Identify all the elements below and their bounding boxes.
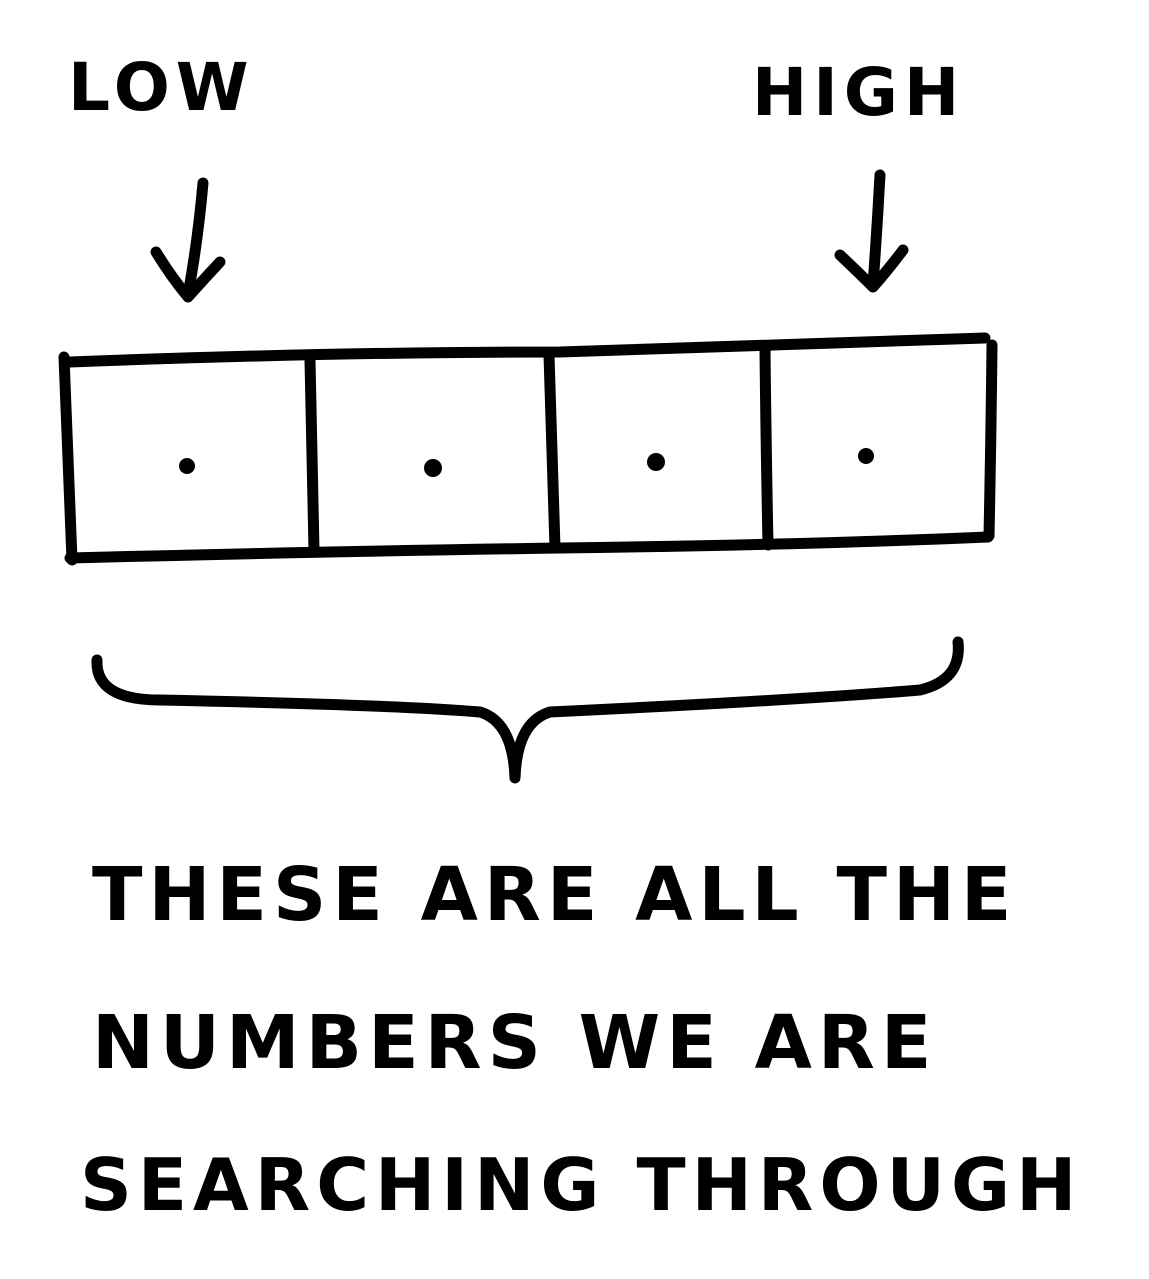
cell-divider	[759, 344, 774, 551]
cell-dot	[858, 448, 874, 464]
cell-dot	[424, 459, 442, 477]
low-label: LOW	[68, 49, 255, 126]
curly-brace	[91, 636, 964, 784]
cell-divider	[304, 354, 320, 556]
high-label: HIGH	[752, 54, 965, 131]
cell-dot	[647, 453, 665, 471]
low-arrow-icon	[150, 177, 226, 303]
caption-line-2: NUMBERS WE ARE	[92, 1000, 937, 1086]
array-right-edge	[983, 339, 998, 542]
caption: THESE ARE ALL THE NUMBERS WE ARE SEARCHI…	[80, 852, 1082, 1227]
high-arrow-icon	[834, 169, 909, 293]
array-top-edge	[64, 332, 991, 368]
cell-divider	[543, 349, 561, 554]
number-array	[58, 332, 998, 566]
array-left-edge	[58, 351, 78, 566]
caption-line-1: THESE ARE ALL THE	[92, 852, 1017, 938]
array-bottom-edge	[64, 531, 994, 564]
cell-dot	[179, 458, 195, 474]
caption-line-3: SEARCHING THROUGH	[80, 1143, 1082, 1227]
